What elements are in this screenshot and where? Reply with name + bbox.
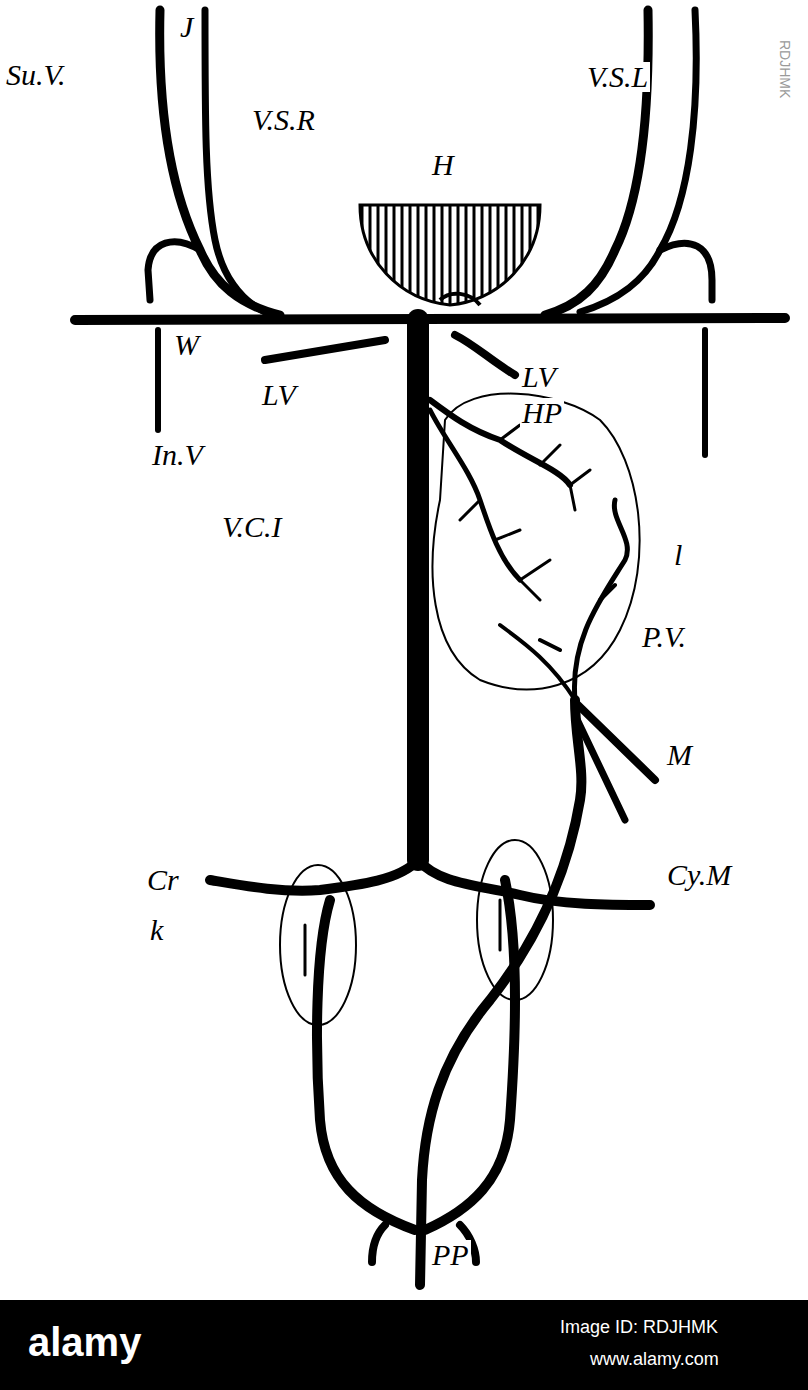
label: V.S.R xyxy=(250,105,317,135)
label: Su.V. xyxy=(4,60,67,90)
label: P.V. xyxy=(640,622,688,652)
watermark-url: www.alamy.com xyxy=(590,1350,719,1368)
label: PP xyxy=(430,1240,471,1270)
label: In.V xyxy=(150,440,205,470)
label: Cr xyxy=(145,865,181,895)
label: LV xyxy=(520,362,558,392)
label: Cy.M xyxy=(665,860,733,890)
label: HP xyxy=(520,398,564,428)
label: J xyxy=(178,12,195,42)
label: H xyxy=(430,150,456,180)
watermark-logo: alamy xyxy=(28,1322,141,1362)
label: W xyxy=(172,330,201,360)
watermark-id: RDJHMK xyxy=(778,40,792,98)
label: LV xyxy=(260,380,298,410)
label: l xyxy=(672,540,684,570)
label: V.S.L xyxy=(585,62,650,92)
label: V.C.I xyxy=(220,512,283,542)
label: M xyxy=(665,740,694,770)
label: k xyxy=(148,915,165,945)
watermark-id: Image ID: RDJHMK xyxy=(560,1318,718,1336)
